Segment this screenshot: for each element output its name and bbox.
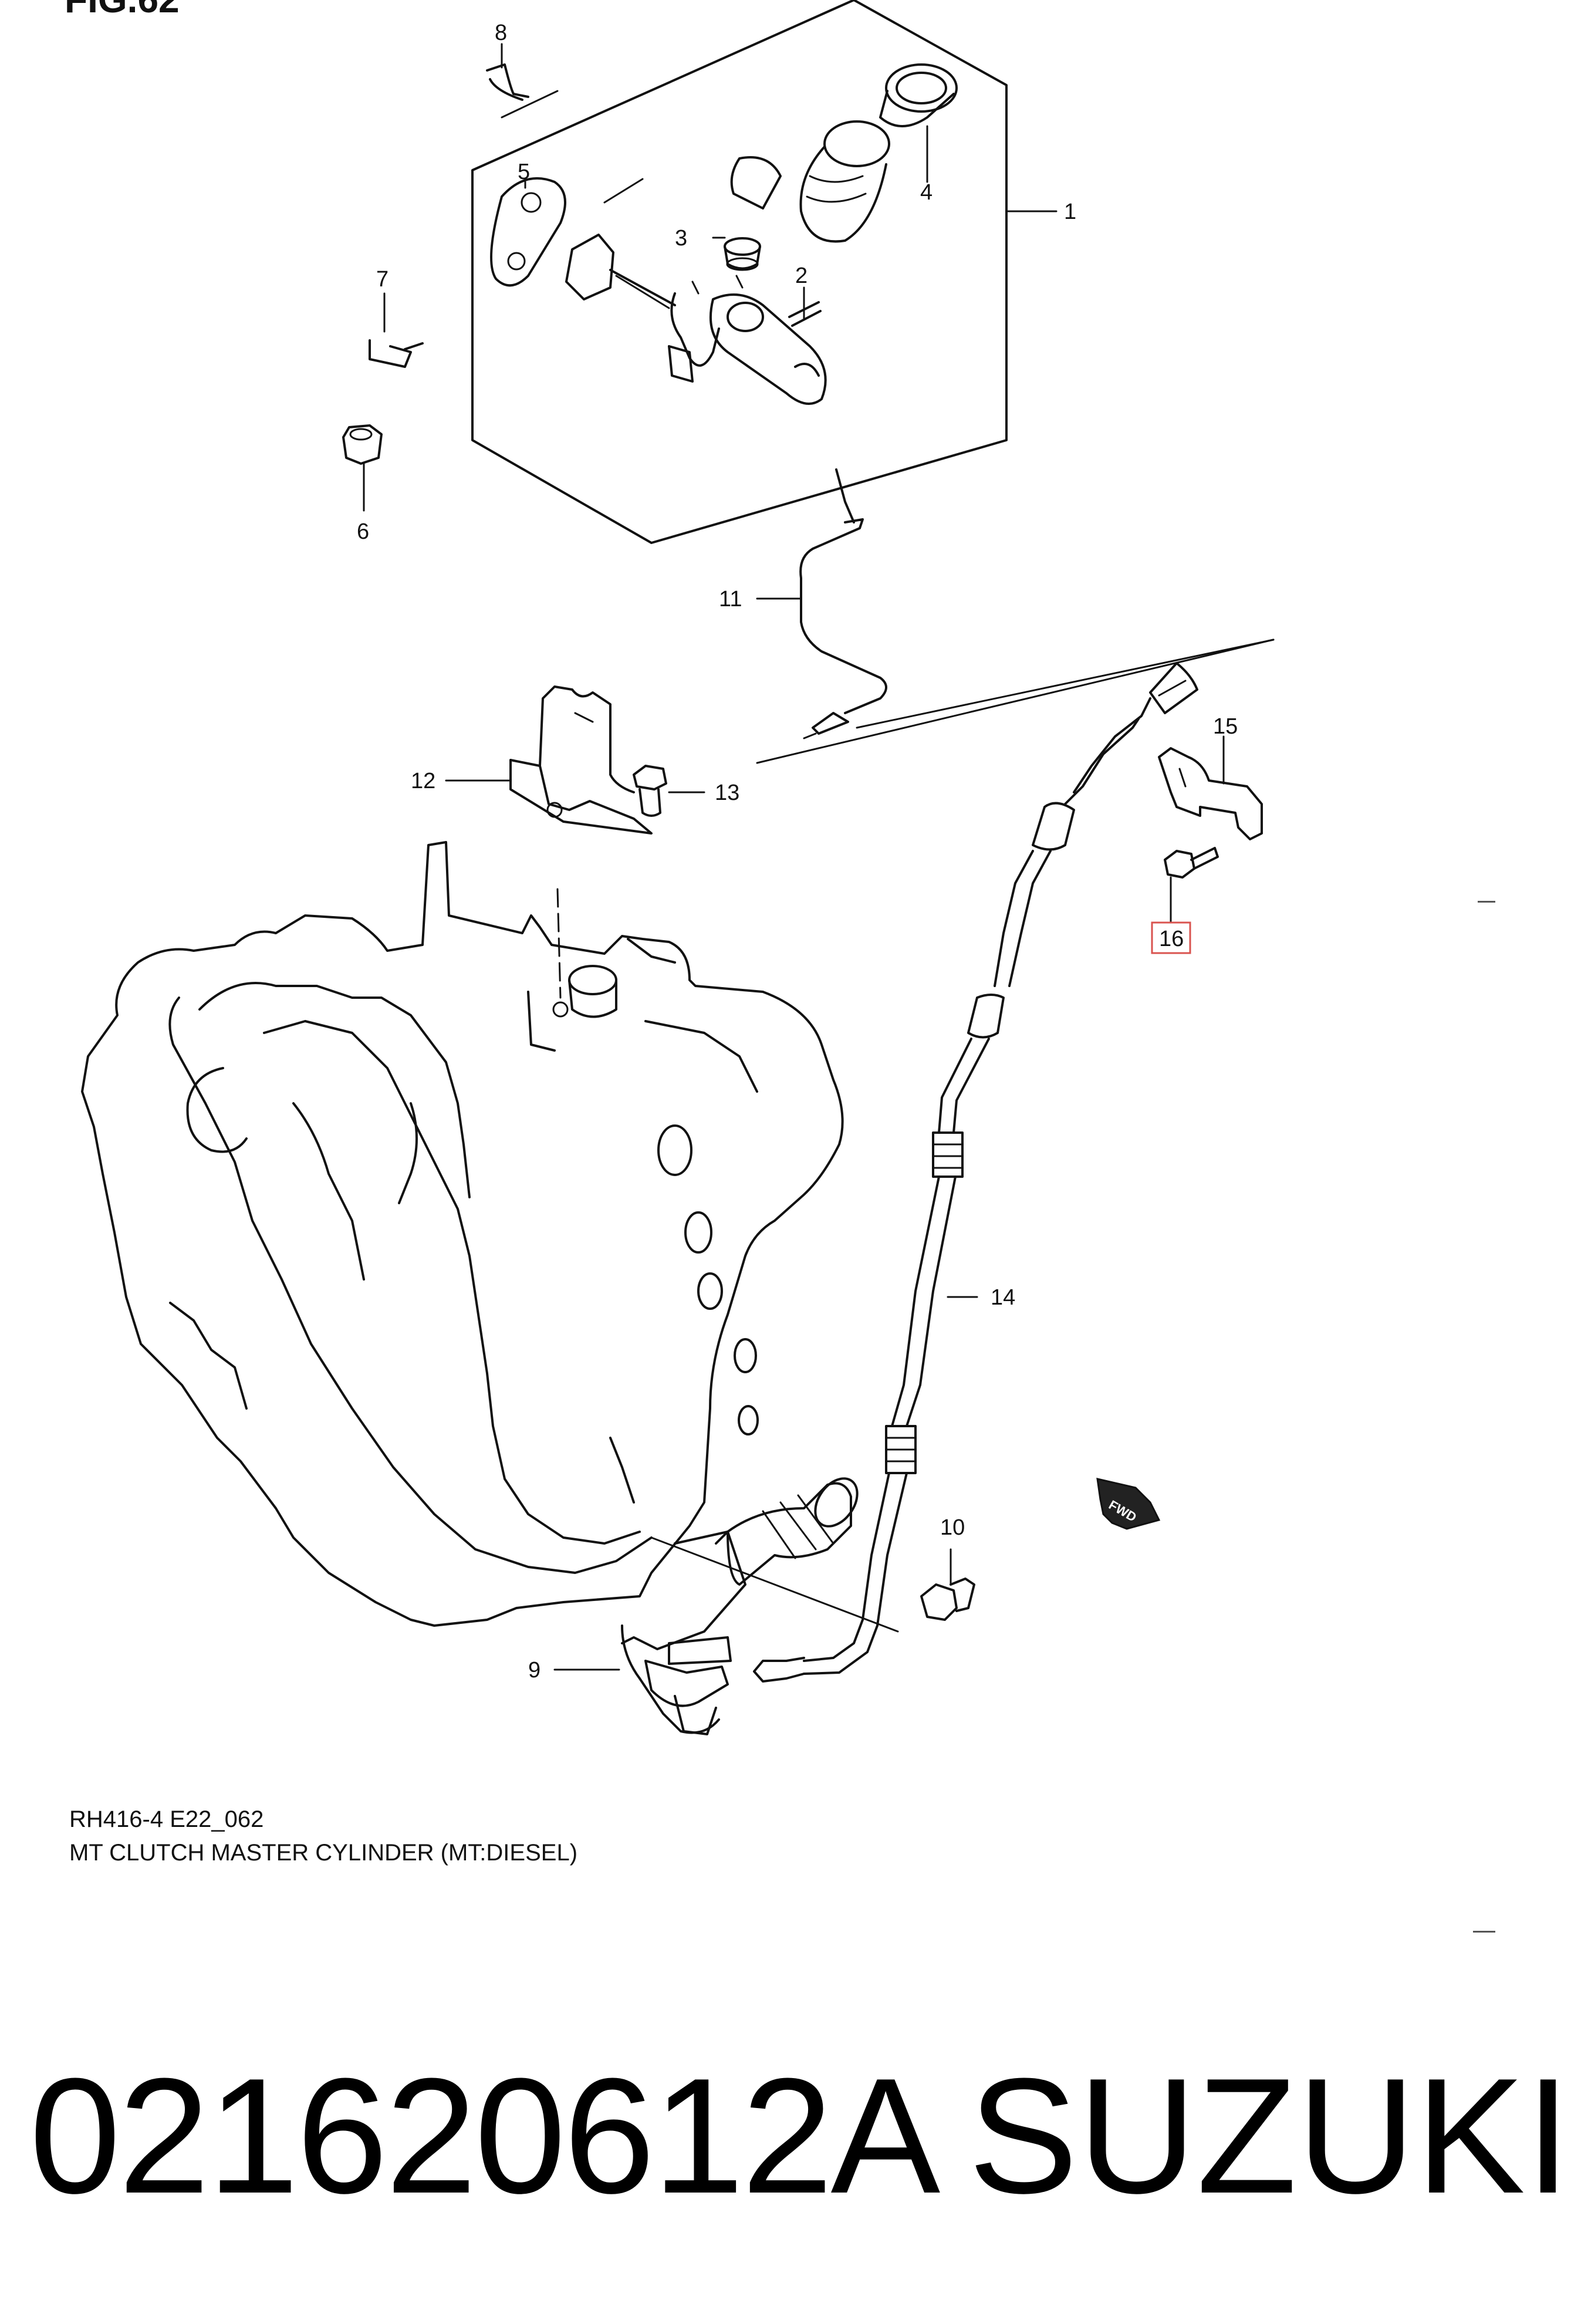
diagram-title: MT CLUTCH MASTER CYLINDER (MT:DIESEL) (69, 1840, 578, 1866)
callout-16-highlight-box (1151, 921, 1191, 954)
callout-7: 7 (376, 267, 388, 292)
callout-4: 4 (920, 180, 933, 205)
hose-group-frame (756, 639, 1275, 764)
master-cylinder-body (565, 234, 827, 405)
nut (342, 424, 383, 465)
callout-3: 3 (675, 226, 687, 251)
release-cylinder (621, 1477, 859, 1735)
callout-11: 11 (719, 587, 742, 612)
transmission-housing (81, 841, 844, 1627)
clutch-hose (753, 662, 1198, 1683)
bottom-right-mark (1473, 1931, 1495, 1933)
callout-14: 14 (991, 1285, 1015, 1310)
right-edge-mark (1478, 901, 1495, 903)
leader-lines (363, 43, 1225, 1671)
bracket-12 (509, 685, 653, 835)
master-cylinder-assembly-box (471, 0, 1008, 544)
callout-numbers: 1 2 3 4 5 6 7 8 9 10 11 12 13 14 15 16 (357, 21, 1238, 1683)
reservoir-tank (730, 63, 958, 243)
reservoir-seal (724, 237, 761, 271)
callout-15: 15 (1213, 714, 1238, 739)
figure-title: FIG.62 (65, 0, 180, 21)
fwd-arrow: FWD (1096, 1478, 1161, 1530)
callout-10: 10 (940, 1515, 965, 1540)
callout-2: 2 (795, 264, 808, 288)
parts-diagram: FWD (81, 0, 1275, 1735)
callout-16: 16 (1159, 927, 1184, 951)
bracket-15 (1158, 747, 1263, 840)
callout-9: 9 (528, 1658, 540, 1683)
diagram-code: RH416-4 E22_062 (69, 1806, 264, 1832)
callout-1: 1 (1064, 200, 1076, 224)
callout-13: 13 (715, 781, 739, 805)
gasket (490, 177, 566, 287)
parts-diagram-sheet: FIG.62 (65, 0, 1495, 1933)
callout-8: 8 (495, 21, 507, 45)
spring-pin (486, 63, 529, 101)
callout-6: 6 (357, 519, 369, 544)
bolt-16 (1164, 847, 1219, 879)
callout-12: 12 (411, 769, 435, 793)
bolt-13 (633, 765, 667, 817)
brand-name: SUZUKI (968, 2045, 1571, 2228)
clip (369, 339, 424, 368)
callout-5: 5 (518, 160, 530, 184)
bolt-10 (920, 1578, 975, 1621)
part-number: 021620612A (29, 2045, 940, 2228)
clutch-pipe (799, 468, 887, 739)
